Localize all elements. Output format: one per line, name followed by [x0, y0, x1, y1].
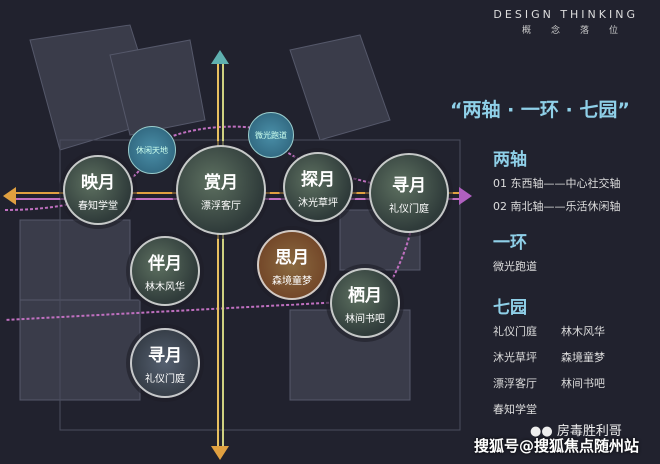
garden-item: 森境童梦 [561, 351, 605, 364]
node-xunyue-top: 寻月礼仪门庭 [369, 153, 449, 233]
node-tanyue: 探月沐光草坪 [283, 152, 353, 222]
watermark-author: ●● 房毒胜利哥 [530, 424, 622, 439]
header-title-cn: 概念落位 [521, 26, 638, 36]
gardens-heading: 七园 [493, 298, 527, 318]
arrow-right-icon [459, 187, 472, 205]
arrow-left-icon [3, 187, 16, 205]
buildings [19, 24, 461, 431]
node-qiyue: 栖月林间书吧 [330, 268, 400, 338]
axes-item: 02 南北轴——乐活休闲轴 [493, 200, 621, 213]
header-title-en: DESIGN THINKING [493, 8, 638, 21]
node-banyue: 伴月林木风华 [130, 236, 200, 306]
garden-item: 沐光草坪 [493, 351, 537, 364]
header: DESIGN THINKING 概念落位 [493, 8, 638, 36]
node-xunyue-bottom: 寻月礼仪门庭 [130, 328, 200, 398]
ring-item: 微光跑道 [493, 260, 537, 273]
arrow-down-icon [211, 446, 229, 460]
ns-axis [211, 50, 229, 460]
gardens-section: 七园 礼仪门庭 林木风华 沐光草坪 森境童梦 漂浮客厅 林间书吧 春知学堂 [493, 293, 629, 417]
garden-item: 春知学堂 [493, 403, 537, 416]
node-small-0: 休闲天地 [128, 126, 176, 174]
axes-section: 两轴 01 东西轴——中心社交轴 02 南北轴——乐活休闲轴 [493, 145, 621, 221]
axes-item: 01 东西轴——中心社交轴 [493, 177, 621, 190]
garden-item: 礼仪门庭 [493, 325, 537, 338]
node-small-1: 微光跑道 [248, 112, 294, 158]
garden-item: 漂浮客厅 [493, 377, 537, 390]
garden-item: 林木风华 [561, 325, 605, 338]
node-siyue: 思月森境童梦 [257, 230, 327, 300]
watermark-source: 搜狐号@搜狐焦点随州站 [474, 437, 640, 455]
ring-section: 一环 微光跑道 [493, 228, 537, 281]
wechat-icon: ●● [530, 424, 553, 439]
node-yingyue: 映月春知学堂 [63, 155, 133, 225]
garden-item: 林间书吧 [561, 377, 605, 390]
arrow-up-icon [211, 50, 229, 64]
ring-heading: 一环 [493, 233, 527, 253]
node-shangyue: 赏月漂浮客厅 [176, 145, 266, 235]
axes-heading: 两轴 [493, 150, 527, 170]
slogan: “两轴 · 一环 · 七园” [450, 99, 630, 121]
